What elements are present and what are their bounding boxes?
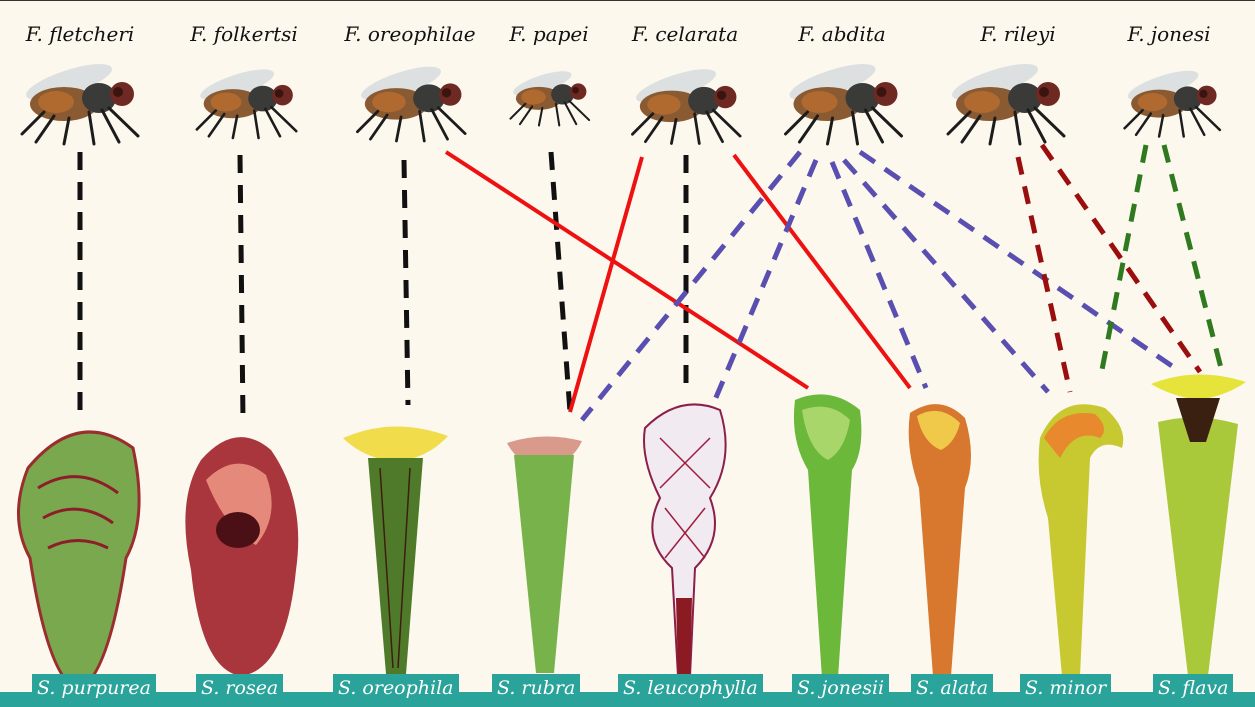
link-celarata-alata: [734, 155, 910, 388]
plant-image-leucophylla: [640, 398, 730, 678]
link-folkertsi-rosea: [240, 155, 243, 420]
plant-label-alata: S. alata: [911, 674, 993, 703]
plant-label-minor: S. minor: [1020, 674, 1111, 703]
plant-image-rubra: [502, 435, 587, 675]
link-celarata-rubra: [570, 157, 642, 412]
link-abdita-flava: [860, 152, 1172, 366]
link-papei-rubra: [551, 152, 570, 412]
plant-label-jonesii: S. jonesii: [792, 674, 889, 703]
plant-label-leucophylla: S. leucophylla: [618, 674, 763, 703]
plant-image-flava: [1146, 372, 1251, 678]
plant-image-minor: [1030, 398, 1130, 678]
link-abdita-minor: [844, 160, 1048, 392]
plant-image-rosea: [176, 420, 311, 678]
plant-image-jonesii: [790, 390, 870, 680]
link-abdita-alata: [832, 162, 926, 388]
link-oreophilae-jonesii: [446, 152, 808, 388]
plant-image-oreophila: [338, 418, 453, 676]
link-jonesi-flava: [1164, 145, 1222, 372]
plant-label-purpurea: S. purpurea: [32, 674, 156, 703]
plant-label-flava: S. flava: [1153, 674, 1233, 703]
link-rileyi-minor: [1018, 157, 1070, 392]
link-rileyi-flava: [1042, 145, 1200, 372]
link-abdita-rubra: [582, 152, 800, 420]
plant-image-alata: [905, 398, 980, 678]
link-oreophilae-oreophila: [404, 160, 408, 405]
plant-image-purpurea: [8, 408, 148, 693]
plant-label-rubra: S. rubra: [492, 674, 580, 703]
plant-label-oreophila: S. oreophila: [333, 674, 459, 703]
plant-label-rosea: S. rosea: [196, 674, 283, 703]
